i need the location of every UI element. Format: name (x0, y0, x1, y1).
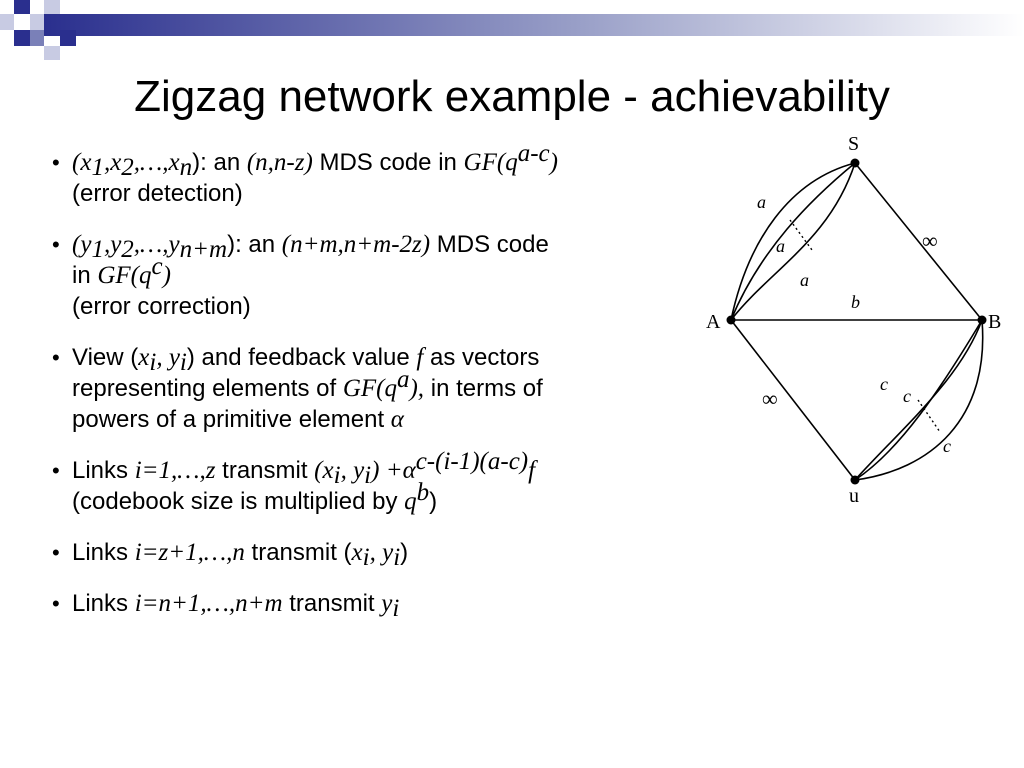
edge-label-a-3: a (800, 270, 809, 290)
edge-label-c-2: c (903, 386, 911, 406)
bullet-item: View (xi, yi) and feedback value f as ve… (52, 342, 702, 435)
node-label-s: S (848, 133, 859, 155)
dotted-indicator-a (789, 219, 813, 251)
slide-title: Zigzag network example - achievability (134, 72, 890, 121)
bullet-item: Links i=1,…,z transmit (xi, yi) +αc-(i-1… (52, 449, 702, 517)
bullet-item: Links i=n+1,…,n+m transmit yi (52, 588, 702, 621)
zigzag-network-diagram: S A B u a a a b ∞ ∞ c c c (706, 133, 1001, 507)
edge-label-a-1: a (757, 192, 766, 212)
node-u (850, 475, 860, 485)
edge-label-inf-1: ∞ (922, 228, 938, 253)
dotted-indicator-c (917, 399, 941, 433)
bullet-item: (x1,x2,…,xn): an (n,n-z) MDS code in GF(… (52, 141, 702, 209)
edge-label-c-1: c (880, 374, 888, 394)
node-b (977, 315, 987, 325)
bullet-item: Links i=z+1,…,n transmit (xi, yi) (52, 537, 702, 570)
bullet-list: (x1,x2,…,xn): an (n,n-z) MDS code in GF(… (52, 141, 702, 639)
edge-s-b (854, 162, 983, 321)
node-label-u: u (849, 485, 859, 507)
edge-s-a-2 (730, 162, 856, 321)
edge-label-b: b (851, 292, 860, 312)
bullet-item: (y1,y2,…,yn+m): an (n+m,n+m-2z) MDS code… (52, 229, 702, 322)
edge-b-u-3 (854, 319, 984, 481)
node-label-a: A (706, 311, 721, 333)
edge-label-a-2: a (776, 236, 785, 256)
edge-label-c-3: c (943, 436, 951, 456)
node-a (726, 315, 736, 325)
edge-label-inf-2: ∞ (762, 386, 778, 411)
edge-s-a-3 (730, 162, 856, 321)
edge-s-a-1 (730, 162, 856, 321)
node-s (850, 158, 860, 168)
header-decoration (0, 0, 1024, 60)
edge-b-u-2 (854, 319, 983, 481)
node-label-b: B (988, 311, 1001, 333)
edge-a-u (730, 319, 856, 481)
